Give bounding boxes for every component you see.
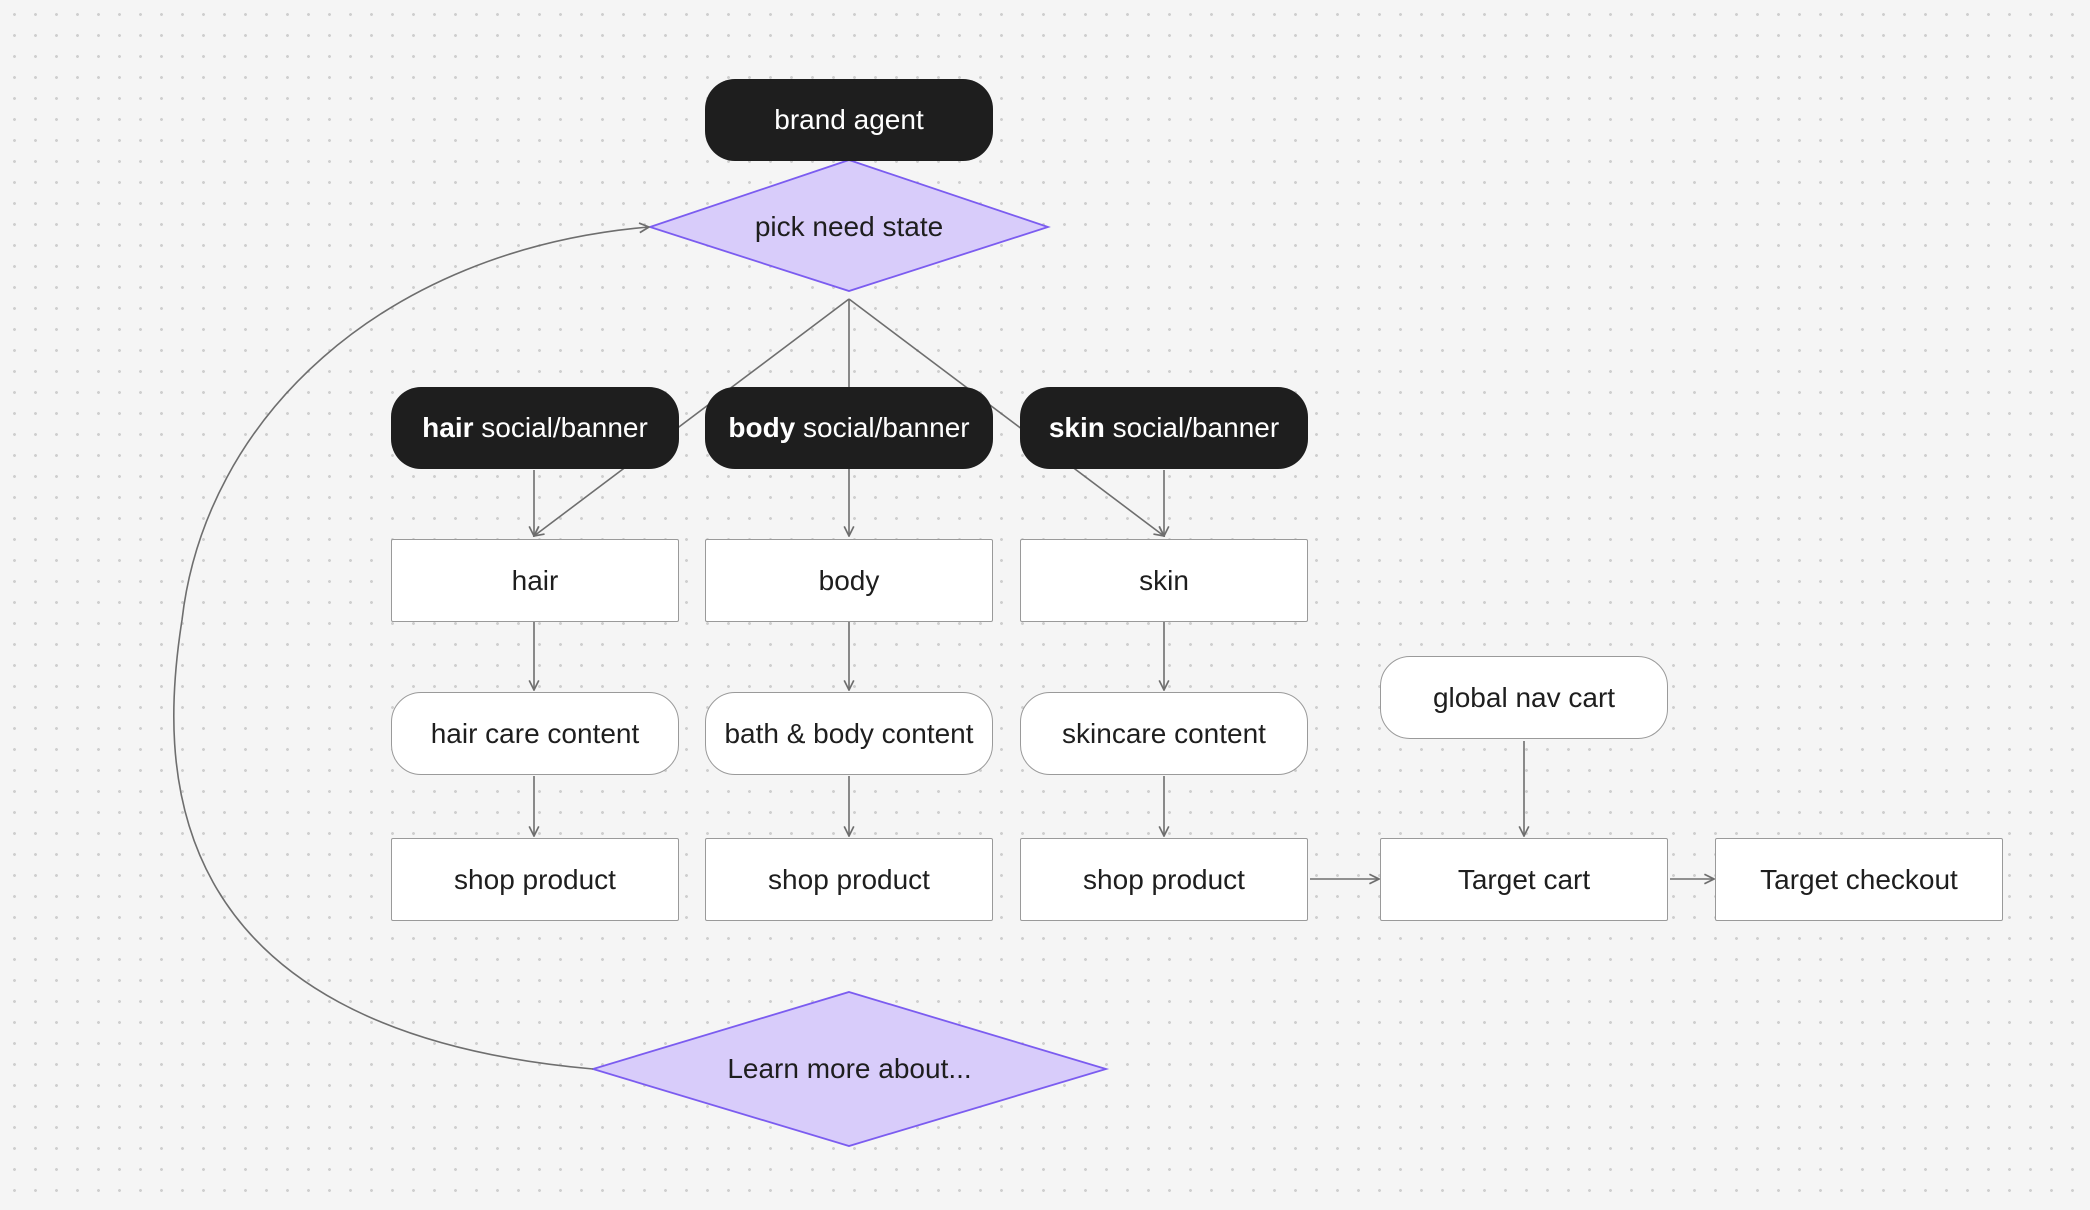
brand-agent-label: brand agent — [774, 104, 924, 135]
skin-shop-product-node[interactable]: shop product — [1020, 838, 1308, 921]
skin-category-node[interactable]: skin — [1020, 539, 1308, 622]
learn-more-label: Learn more about... — [727, 1053, 972, 1084]
connector-learn-more-loop — [172, 227, 649, 1070]
brand-agent-node[interactable]: brand agent — [705, 79, 993, 161]
target-checkout-node[interactable]: Target checkout — [1715, 838, 2003, 921]
target-cart-node[interactable]: Target cart — [1380, 838, 1668, 921]
body-category-node[interactable]: body — [705, 539, 993, 622]
skincare-content-node[interactable]: skincare content — [1020, 692, 1308, 775]
hair-social-banner-node[interactable]: hair social/banner — [391, 387, 679, 469]
hair-shop-product-node[interactable]: shop product — [391, 838, 679, 921]
skin-social-rest-label: social/banner — [1104, 412, 1280, 443]
skincare-content-label: skincare content — [1062, 717, 1266, 749]
target-cart-label: Target cart — [1457, 863, 1591, 895]
bath-body-content-label: bath & body content — [724, 717, 974, 749]
pick-need-state-diamond[interactable] — [647, 159, 1051, 292]
hair-care-content-label: hair care content — [430, 717, 640, 749]
pick-need-state-label: pick need state — [754, 211, 944, 242]
bath-body-content-node[interactable]: bath & body content — [705, 692, 993, 775]
hair-shop-product-label: shop product — [454, 863, 616, 895]
body-category-label: body — [818, 564, 880, 596]
target-checkout-label: Target checkout — [1760, 863, 1958, 895]
body-social-rest-label: social/banner — [795, 412, 970, 443]
global-nav-cart-node[interactable]: global nav cart — [1380, 656, 1668, 739]
hair-social-bold-label: hair — [422, 412, 474, 443]
hair-social-rest-label: social/banner — [473, 412, 648, 443]
connector-need-to-skin — [848, 298, 1164, 536]
body-social-banner-node[interactable]: body social/banner — [705, 387, 993, 469]
skin-social-bold-label: skin — [1048, 412, 1105, 443]
skin-category-label: skin — [1139, 564, 1189, 596]
skin-shop-product-label: shop product — [1083, 863, 1245, 895]
body-social-bold-label: body — [728, 412, 796, 443]
skin-social-banner-node[interactable]: skin social/banner — [1020, 387, 1308, 469]
hair-category-label: hair — [511, 564, 559, 596]
hair-category-node[interactable]: hair — [391, 539, 679, 622]
learn-more-diamond[interactable] — [589, 991, 1110, 1147]
body-shop-product-label: shop product — [768, 863, 930, 895]
connector-need-to-hair — [534, 298, 850, 536]
global-nav-cart-label: global nav cart — [1432, 681, 1616, 713]
body-shop-product-node[interactable]: shop product — [705, 838, 993, 921]
hair-care-content-node[interactable]: hair care content — [391, 692, 679, 775]
